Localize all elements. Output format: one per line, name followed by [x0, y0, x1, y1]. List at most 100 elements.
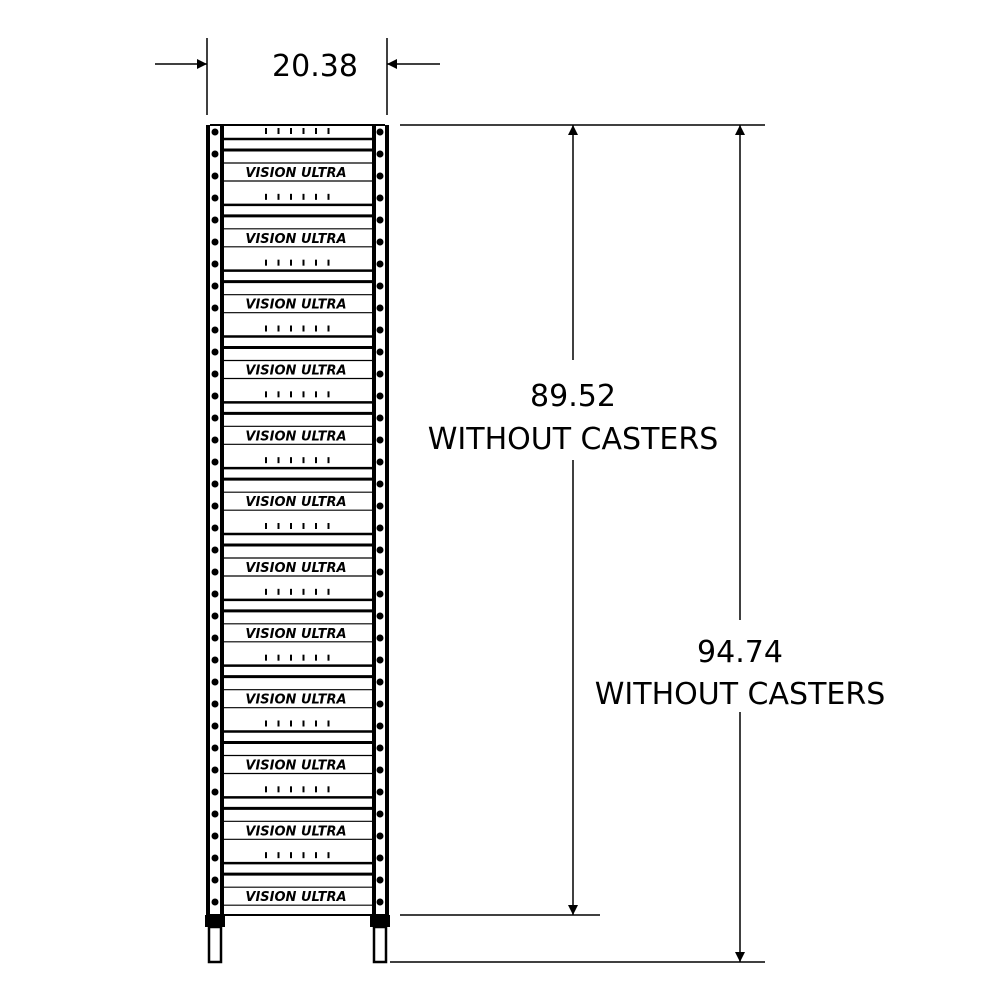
tray: VISION ULTRA: [224, 325, 372, 380]
tray-label: VISION ULTRA: [245, 166, 346, 181]
tray: VISION ULTRA: [224, 720, 372, 775]
tray: VISION ULTRA: [224, 852, 372, 906]
right-caster: [370, 915, 390, 964]
hole: [211, 546, 219, 554]
hole: [376, 634, 384, 642]
hole: [211, 194, 219, 202]
hole: [211, 480, 219, 488]
tray: VISION ULTRA: [224, 457, 372, 511]
hole: [376, 766, 384, 774]
tray-label: VISION ULTRA: [245, 561, 346, 576]
tray: VISION ULTRA: [224, 128, 372, 182]
hole: [376, 128, 384, 136]
hole: [376, 832, 384, 840]
hole: [376, 150, 384, 158]
hole: [376, 216, 384, 224]
hole: [376, 810, 384, 818]
width-dimension: 20.38: [155, 38, 440, 115]
hole: [211, 370, 219, 378]
hole: [376, 854, 384, 862]
hole: [376, 700, 384, 708]
hole: [211, 282, 219, 290]
hole: [376, 898, 384, 906]
total-height-dimension: 94.74 WITHOUT CASTERS: [390, 125, 885, 963]
rack-frame: VISION ULTRA VISION ULTRA VISION ULTRA VISI…: [205, 124, 390, 964]
tray: VISION ULTRA: [224, 654, 372, 709]
hole: [211, 898, 219, 906]
hole: [211, 150, 219, 158]
hole: [211, 590, 219, 598]
hole: [211, 612, 219, 620]
hole: [376, 480, 384, 488]
hole: [211, 216, 219, 224]
hole: [376, 568, 384, 576]
hole: [211, 304, 219, 312]
tray: VISION ULTRA: [224, 588, 372, 643]
hole: [376, 876, 384, 884]
hole: [376, 546, 384, 554]
tray-label: VISION ULTRA: [245, 890, 346, 905]
hole: [376, 502, 384, 510]
hole: [376, 282, 384, 290]
hole: [211, 348, 219, 356]
hole: [211, 854, 219, 862]
hole: [211, 260, 219, 268]
hole: [211, 788, 219, 796]
hole: [211, 832, 219, 840]
tray-label: VISION ULTRA: [245, 495, 346, 510]
hole: [376, 612, 384, 620]
frame-height-value: 89.52: [530, 379, 616, 414]
left-inner-rail: [220, 125, 224, 915]
hole: [376, 788, 384, 796]
hole: [211, 810, 219, 818]
hole: [211, 744, 219, 752]
trays: VISION ULTRA VISION ULTRA VISION ULTRA VISI…: [224, 128, 372, 906]
hole: [211, 568, 219, 576]
hole: [376, 326, 384, 334]
tray-label: VISION ULTRA: [245, 824, 346, 839]
tray-label: VISION ULTRA: [245, 429, 346, 444]
hole: [211, 128, 219, 136]
rail-holes: [211, 128, 384, 906]
hole: [211, 766, 219, 774]
tray-label: VISION ULTRA: [245, 298, 346, 313]
hole: [376, 348, 384, 356]
tray-label: VISION ULTRA: [245, 627, 346, 642]
hole: [211, 678, 219, 686]
hole: [211, 700, 219, 708]
right-outer-rail: [385, 125, 389, 915]
hole: [376, 172, 384, 180]
hole: [211, 876, 219, 884]
tray-label: VISION ULTRA: [245, 232, 346, 247]
tray: VISION ULTRA: [224, 259, 372, 314]
hole: [376, 744, 384, 752]
hole: [211, 172, 219, 180]
total-height-value: 94.74: [697, 635, 783, 670]
left-outer-rail: [206, 125, 210, 915]
hole: [376, 260, 384, 268]
hole: [376, 590, 384, 598]
hole: [211, 414, 219, 422]
hole: [211, 656, 219, 664]
hole: [376, 436, 384, 444]
hole: [376, 370, 384, 378]
tray-label: VISION ULTRA: [245, 364, 346, 379]
hole: [211, 634, 219, 642]
hole: [211, 722, 219, 730]
hole: [376, 414, 384, 422]
hole: [376, 458, 384, 466]
tray: VISION ULTRA: [224, 523, 372, 577]
hole: [376, 392, 384, 400]
hole: [376, 194, 384, 202]
hole: [376, 304, 384, 312]
hole: [376, 656, 384, 664]
hole: [211, 436, 219, 444]
hole: [211, 502, 219, 510]
hole: [376, 238, 384, 246]
tray-label: VISION ULTRA: [245, 759, 346, 774]
width-value: 20.38: [272, 49, 358, 84]
hole: [211, 392, 219, 400]
hole: [211, 326, 219, 334]
